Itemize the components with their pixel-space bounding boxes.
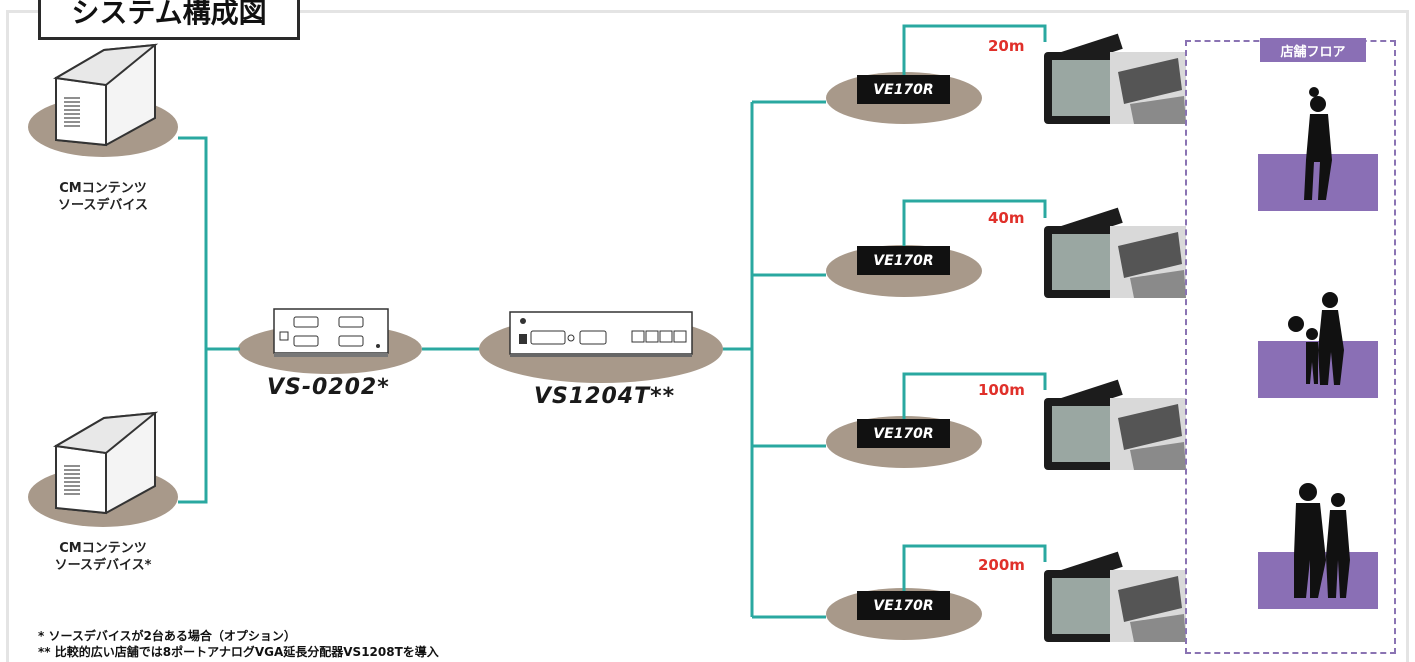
cable-source-1 — [178, 136, 240, 351]
person-silhouette-icon-2 — [1288, 292, 1344, 385]
pc-tower-icon-2 — [53, 411, 159, 515]
store-floor-area — [1185, 40, 1396, 654]
receiver-tag-3: VE170R — [857, 419, 950, 448]
receiver-tag-2: VE170R — [857, 246, 950, 275]
cable-display-4 — [902, 544, 1047, 594]
source-label-2-line2: ソースデバイス* — [54, 558, 152, 573]
store-floor-tag: 店舗フロア — [1260, 38, 1366, 62]
source-label-2-line1: CMコンテンツ — [59, 541, 147, 556]
splitter-label: VS1204T** — [534, 384, 676, 409]
source-label-1: CMコンテンツ ソースデバイス — [40, 180, 166, 214]
receiver-tag-4: VE170R — [857, 591, 950, 620]
note-1: * ソースデバイスが2台ある場合（オプション） — [38, 629, 296, 643]
distance-label-2: 40m — [988, 209, 1025, 227]
distance-label-1: 20m — [988, 37, 1025, 55]
pc-tower-icon-1 — [53, 43, 159, 147]
floor-block-1 — [1258, 154, 1378, 211]
cable-display-1 — [902, 24, 1047, 78]
person-silhouette-icon-3 — [1294, 483, 1350, 598]
display-icon-1 — [1044, 33, 1186, 124]
switch-label: VS-0202* — [267, 375, 390, 400]
vga-splitter-icon — [509, 311, 693, 357]
distance-label-4: 200m — [978, 556, 1025, 574]
cable-display-3 — [902, 372, 1047, 422]
cable-display-2 — [902, 199, 1047, 251]
diagram-frame — [6, 10, 1409, 662]
display-icon-2 — [1044, 207, 1186, 298]
source-label-1-line2: ソースデバイス — [58, 198, 148, 213]
display-icon-3 — [1044, 379, 1186, 470]
note-2: ** 比較的広い店舗では8ポートアナログVGA延長分配器VS1208Tを導入 — [38, 645, 439, 659]
person-silhouette-icon-1 — [1304, 87, 1332, 200]
display-icon-4 — [1044, 551, 1186, 642]
receiver-tag-1: VE170R — [857, 75, 950, 104]
source-label-2: CMコンテンツ ソースデバイス* — [40, 540, 166, 574]
distance-label-3: 100m — [978, 381, 1025, 399]
cable-source-2 — [178, 349, 208, 504]
kvm-switch-icon — [273, 308, 389, 357]
source-label-1-line1: CMコンテンツ — [59, 181, 147, 196]
page-title: システム構成図 — [38, 0, 300, 40]
